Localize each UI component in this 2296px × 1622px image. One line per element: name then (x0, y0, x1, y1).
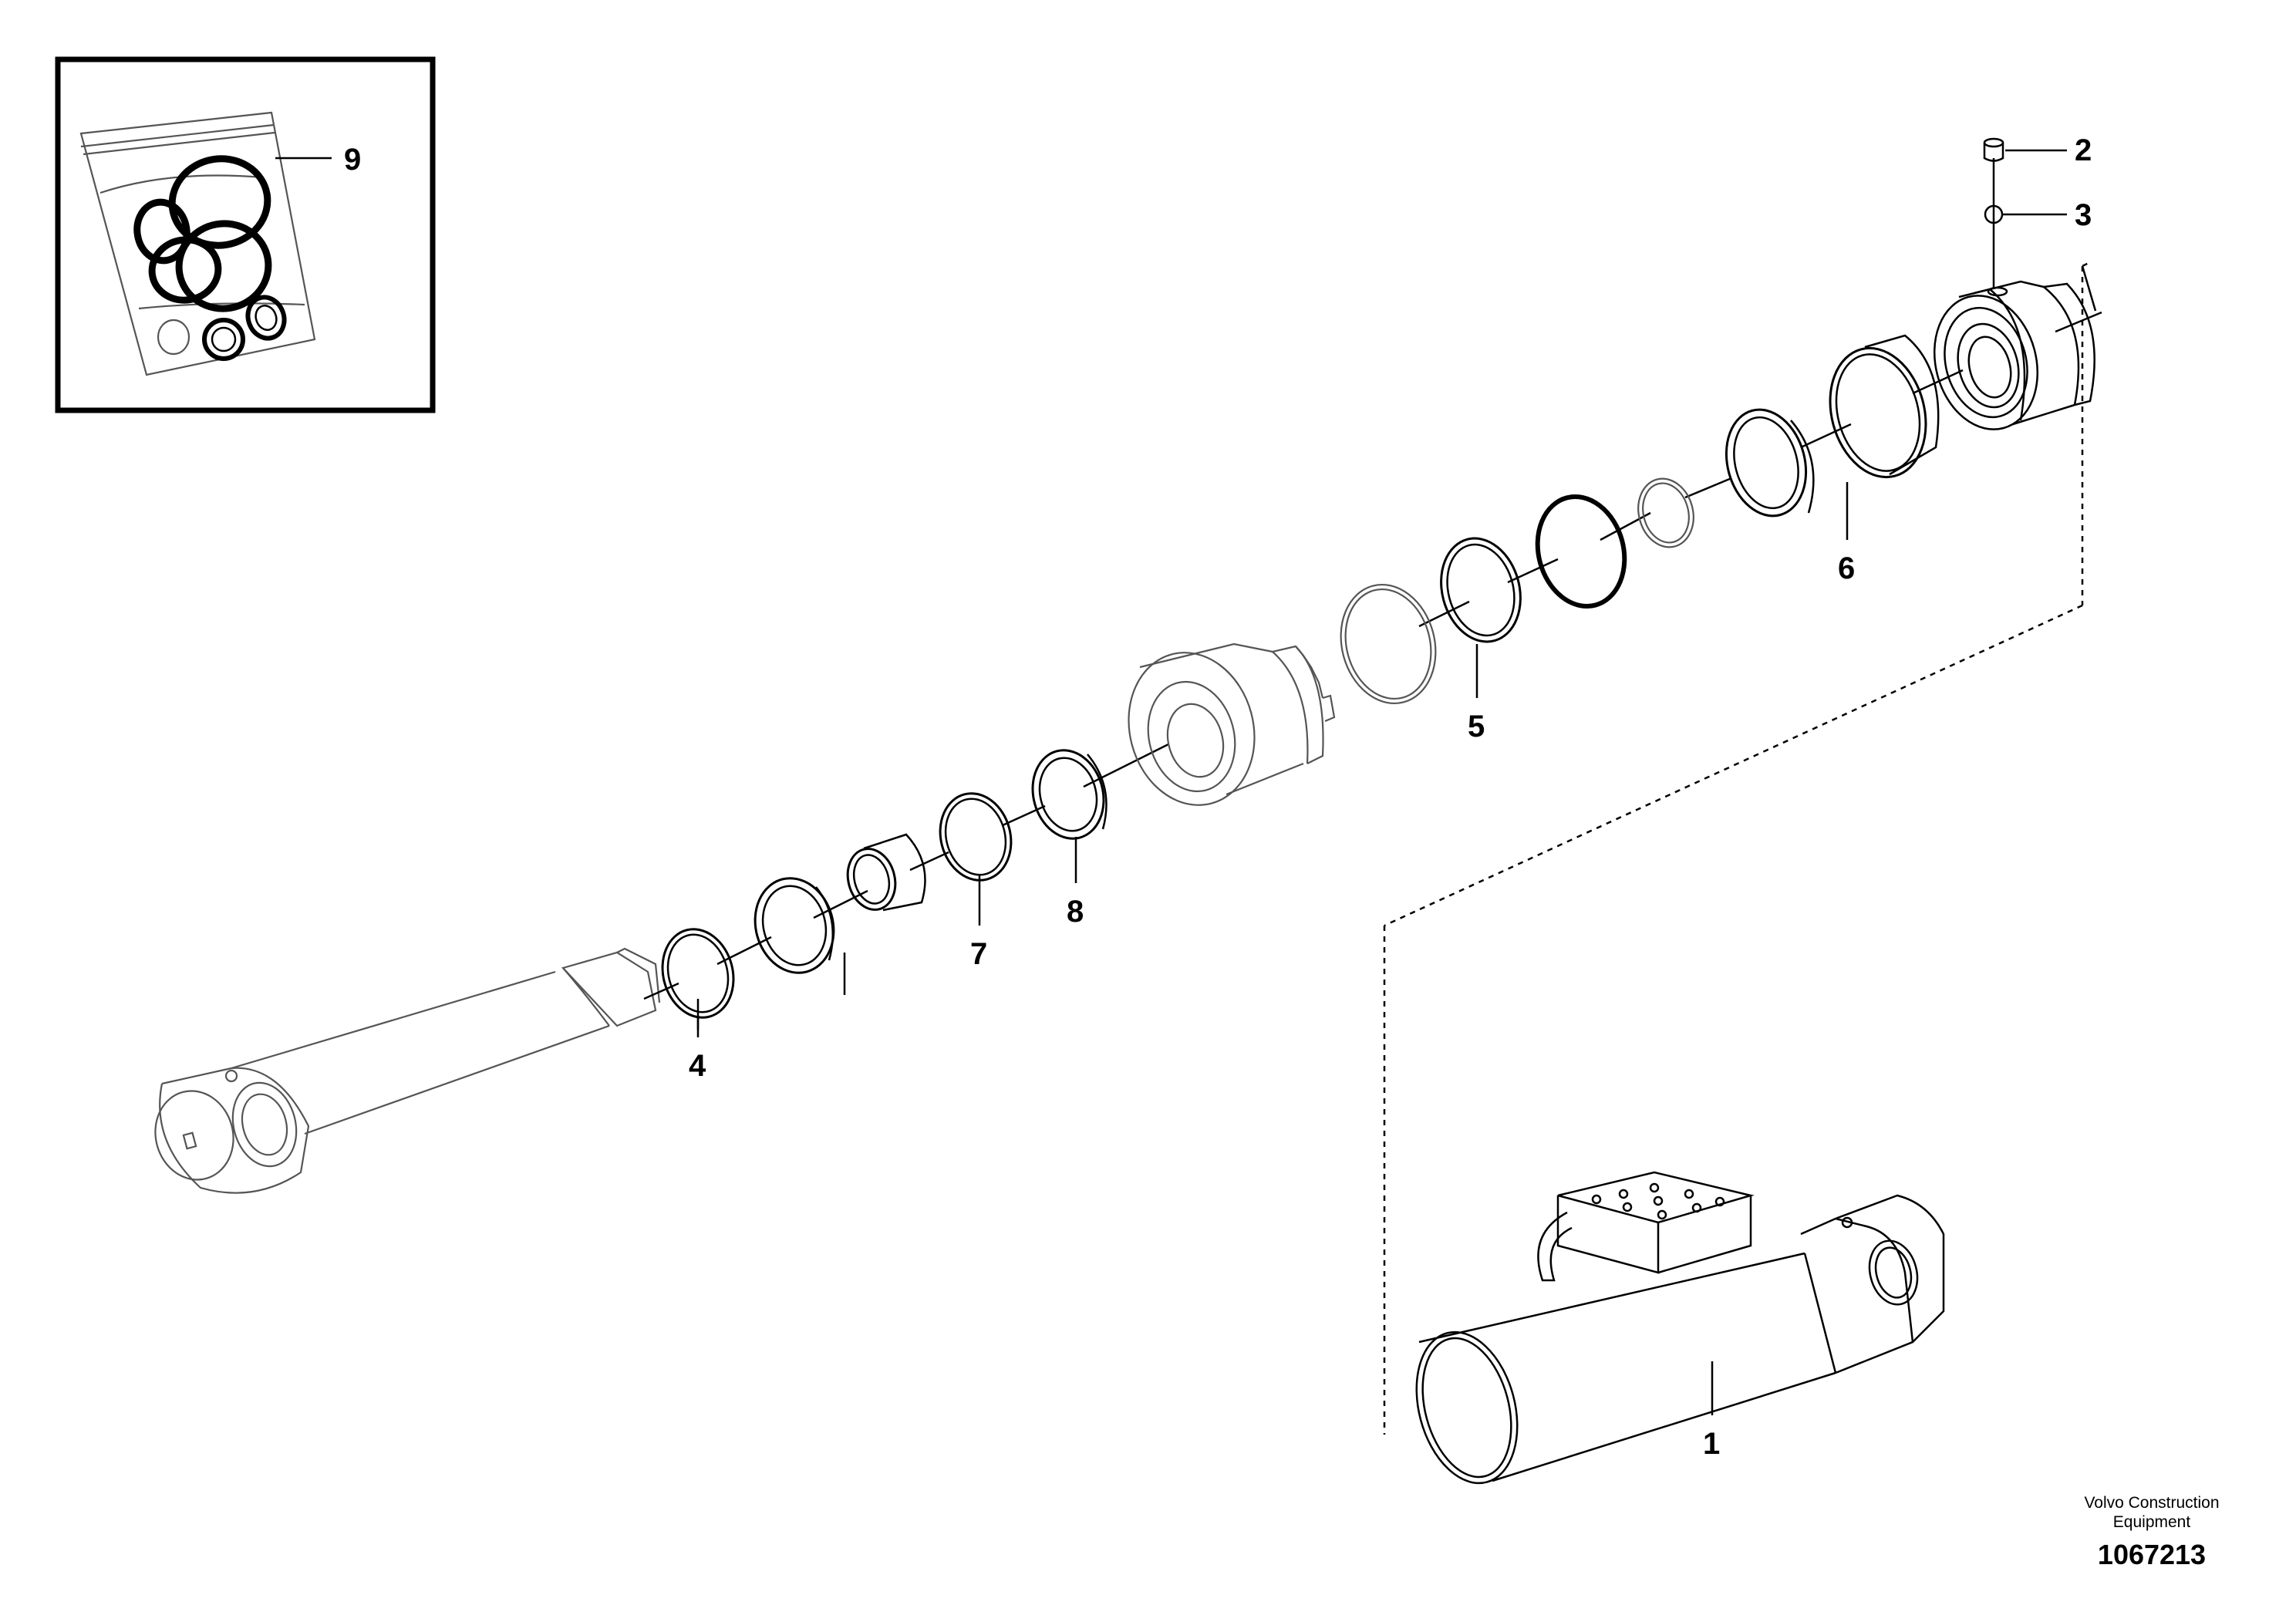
wiper-ring (754, 877, 835, 974)
cylinder-tube-1: 1 (1415, 1171, 1945, 1485)
assembly-axis-lines (643, 158, 2102, 1000)
callout-9: 9 (344, 143, 361, 177)
seal-kit-bag-illustration (79, 111, 316, 376)
backup-ring (1637, 477, 1694, 548)
callout-3: 3 (2075, 198, 2092, 232)
seal-ring-8: 8 (1031, 749, 1108, 929)
guide-bushing (846, 833, 926, 912)
brand-line-2: Equipment (2113, 1513, 2191, 1531)
piston-seal (1725, 408, 1815, 518)
callout-7: 7 (970, 937, 987, 971)
cylinder-head (1128, 642, 1336, 806)
wear-ring-6: 6 (1829, 334, 1940, 585)
piston (1933, 280, 2095, 430)
piston-guide-ring (1340, 583, 1437, 705)
callout-5: 5 (1468, 710, 1485, 744)
brand-line-1: Volvo Construction (2084, 1494, 2219, 1512)
callout-8: 8 (1067, 895, 1084, 929)
branding: Volvo Construction Equipment 1067213 (2084, 1494, 2219, 1570)
piston-rod (154, 947, 661, 1194)
callout-6: 6 (1838, 551, 1855, 585)
explosion-frame (1383, 261, 2097, 1435)
o-ring-thick (1535, 494, 1627, 609)
seal-kit-inset: 9 (55, 56, 436, 413)
ball-3: 3 (1984, 198, 2092, 232)
plug-2: 2 (1983, 133, 2092, 167)
document-number: 1067213 (2098, 1539, 2206, 1570)
callout-1: 1 (1703, 1427, 1720, 1461)
callout-2: 2 (2075, 133, 2092, 167)
callout-4: 4 (689, 1049, 706, 1083)
o-ring-7: 7 (939, 792, 1013, 971)
seal-ring-5: 5 (1440, 537, 1522, 744)
seal-ring-4: 4 (661, 928, 735, 1083)
